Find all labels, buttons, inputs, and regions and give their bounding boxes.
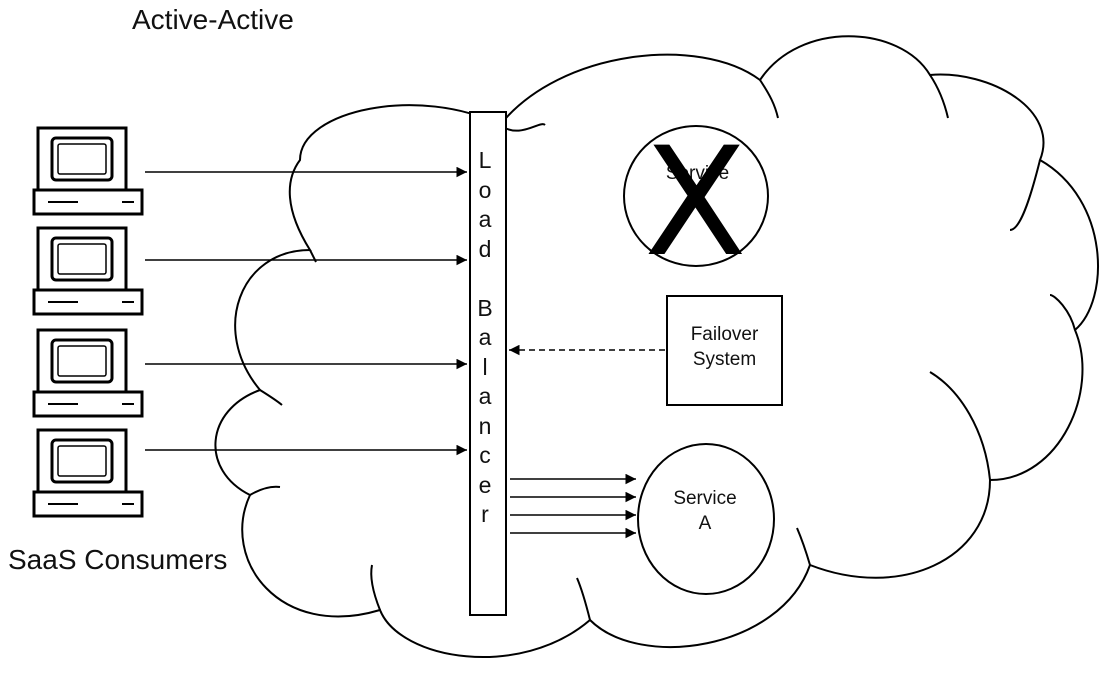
computer-icon (32, 428, 144, 518)
lb-letter: a (478, 324, 492, 350)
failover-line1: Failover (690, 324, 759, 345)
service-failed-line2: A (691, 187, 704, 209)
lb-letter: B (477, 294, 493, 321)
lb-letter: d (478, 235, 492, 262)
lb-letter: L (478, 147, 492, 173)
cloud-inner-arc (1049, 294, 1076, 331)
lb-letter: a (478, 206, 492, 232)
cloud-inner-arc (929, 371, 991, 481)
lb-letter: n (478, 412, 492, 439)
service-failed-line1: Service (665, 163, 730, 184)
service-active-line2: A (698, 512, 712, 534)
cloud-inner-arc (929, 74, 949, 119)
failed-x-icon: X (644, 116, 747, 290)
lb-letter: o (478, 176, 492, 203)
failover-line2: System (692, 348, 757, 370)
cloud-shape (214, 35, 1099, 658)
computer-icon (32, 226, 144, 316)
failover-system-box (666, 295, 783, 406)
diagram-title: Active-Active (132, 4, 294, 35)
service-active-line1: Service (673, 488, 737, 509)
service-active-circle (637, 443, 775, 595)
cloud-inner-arc (259, 389, 283, 406)
lb-letter: c (479, 442, 491, 468)
failover-system-label: Failover System (667, 323, 782, 372)
load-balancer-box (469, 111, 507, 616)
cloud-inner-arc (576, 577, 591, 621)
load-balancer-label: L o a d B a l a n c e r (470, 146, 500, 586)
computer-icon (32, 328, 144, 418)
cloud-inner-arc (759, 79, 779, 119)
consumers-label: SaaS Consumers (8, 544, 228, 575)
cloud-inner-arc (370, 564, 381, 611)
lb-letter: e (478, 471, 492, 498)
service-active-label: Service A (640, 487, 770, 536)
lb-letter: r (481, 501, 489, 527)
cloud-inner-arc (249, 485, 281, 496)
cloud-inner-arc (796, 527, 811, 566)
computer-icon (32, 126, 144, 216)
cloud-inner-arc (309, 249, 317, 263)
cloud-inner-arc (1009, 159, 1041, 231)
lb-letter: l (482, 353, 488, 380)
service-failed-circle (623, 125, 769, 267)
lb-letter: a (478, 383, 492, 409)
service-failed-label: Service A (625, 162, 770, 211)
